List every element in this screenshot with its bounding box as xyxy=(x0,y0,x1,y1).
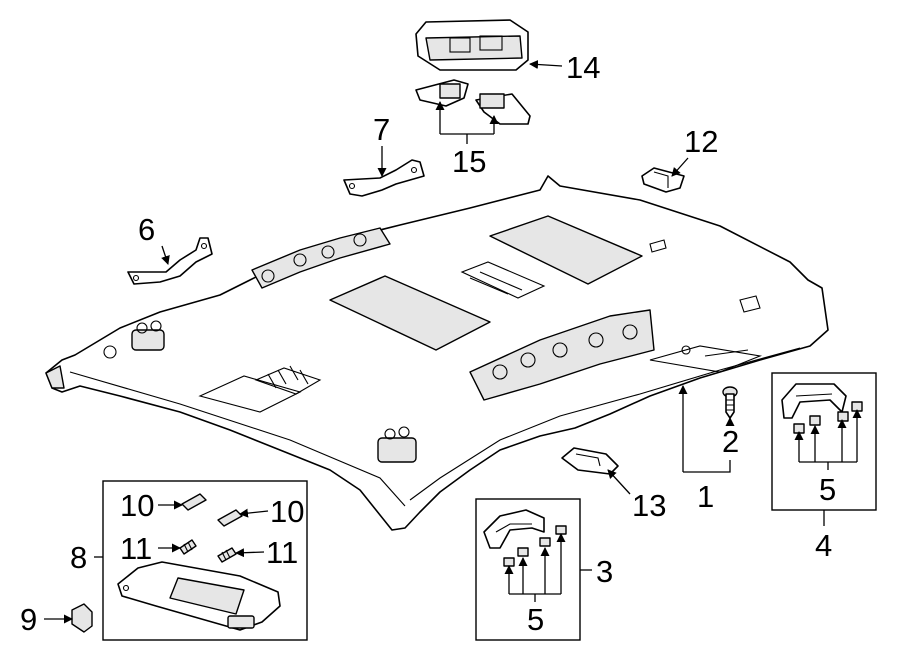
part-11-screw-a xyxy=(179,539,197,555)
part-9-visor-clip xyxy=(71,603,93,633)
part-8-sun-visor xyxy=(117,561,281,631)
part-4-grab-handle xyxy=(781,383,847,419)
callout-15: 15 xyxy=(452,144,486,179)
headliner-panel xyxy=(45,175,829,531)
part-15-brackets xyxy=(415,79,531,125)
mount-boss-left-rear xyxy=(131,320,165,351)
callout-9: 9 xyxy=(20,602,37,637)
callout-10-right: 10 xyxy=(270,494,304,529)
part-2-clip-fastener xyxy=(722,386,738,419)
callout-10-left: 10 xyxy=(120,488,154,523)
callout-7: 7 xyxy=(373,112,390,147)
callout-1: 1 xyxy=(697,479,714,514)
callout-11-left: 11 xyxy=(120,531,152,566)
part-14-dome-light xyxy=(415,19,529,71)
part-10-clip-a xyxy=(181,493,207,511)
part-5-clips-rear xyxy=(793,401,863,434)
leader-lines xyxy=(44,60,862,624)
part-10-clip-b xyxy=(217,509,243,527)
callout-13: 13 xyxy=(632,488,666,523)
callout-5-rear: 5 xyxy=(819,472,836,507)
callout-4: 4 xyxy=(815,528,832,563)
callout-6: 6 xyxy=(138,212,155,247)
part-3-grab-handle xyxy=(483,509,545,549)
part-7-bracket xyxy=(343,159,425,197)
callout-3: 3 xyxy=(596,554,613,589)
visor-group-box xyxy=(102,480,308,641)
mount-boss-left-front xyxy=(377,426,417,463)
part-5-clips-front xyxy=(503,525,567,567)
callout-14: 14 xyxy=(566,50,600,85)
callout-2: 2 xyxy=(722,424,739,459)
part-13-visor-holder xyxy=(561,447,619,475)
callout-11-right: 11 xyxy=(266,535,298,570)
part-6-bracket xyxy=(127,237,213,285)
callout-12: 12 xyxy=(684,124,718,159)
callout-5-front: 5 xyxy=(527,602,544,637)
part-11-screw-b xyxy=(217,547,237,563)
callout-8: 8 xyxy=(70,540,87,575)
part-12-clip-cover xyxy=(641,167,685,193)
